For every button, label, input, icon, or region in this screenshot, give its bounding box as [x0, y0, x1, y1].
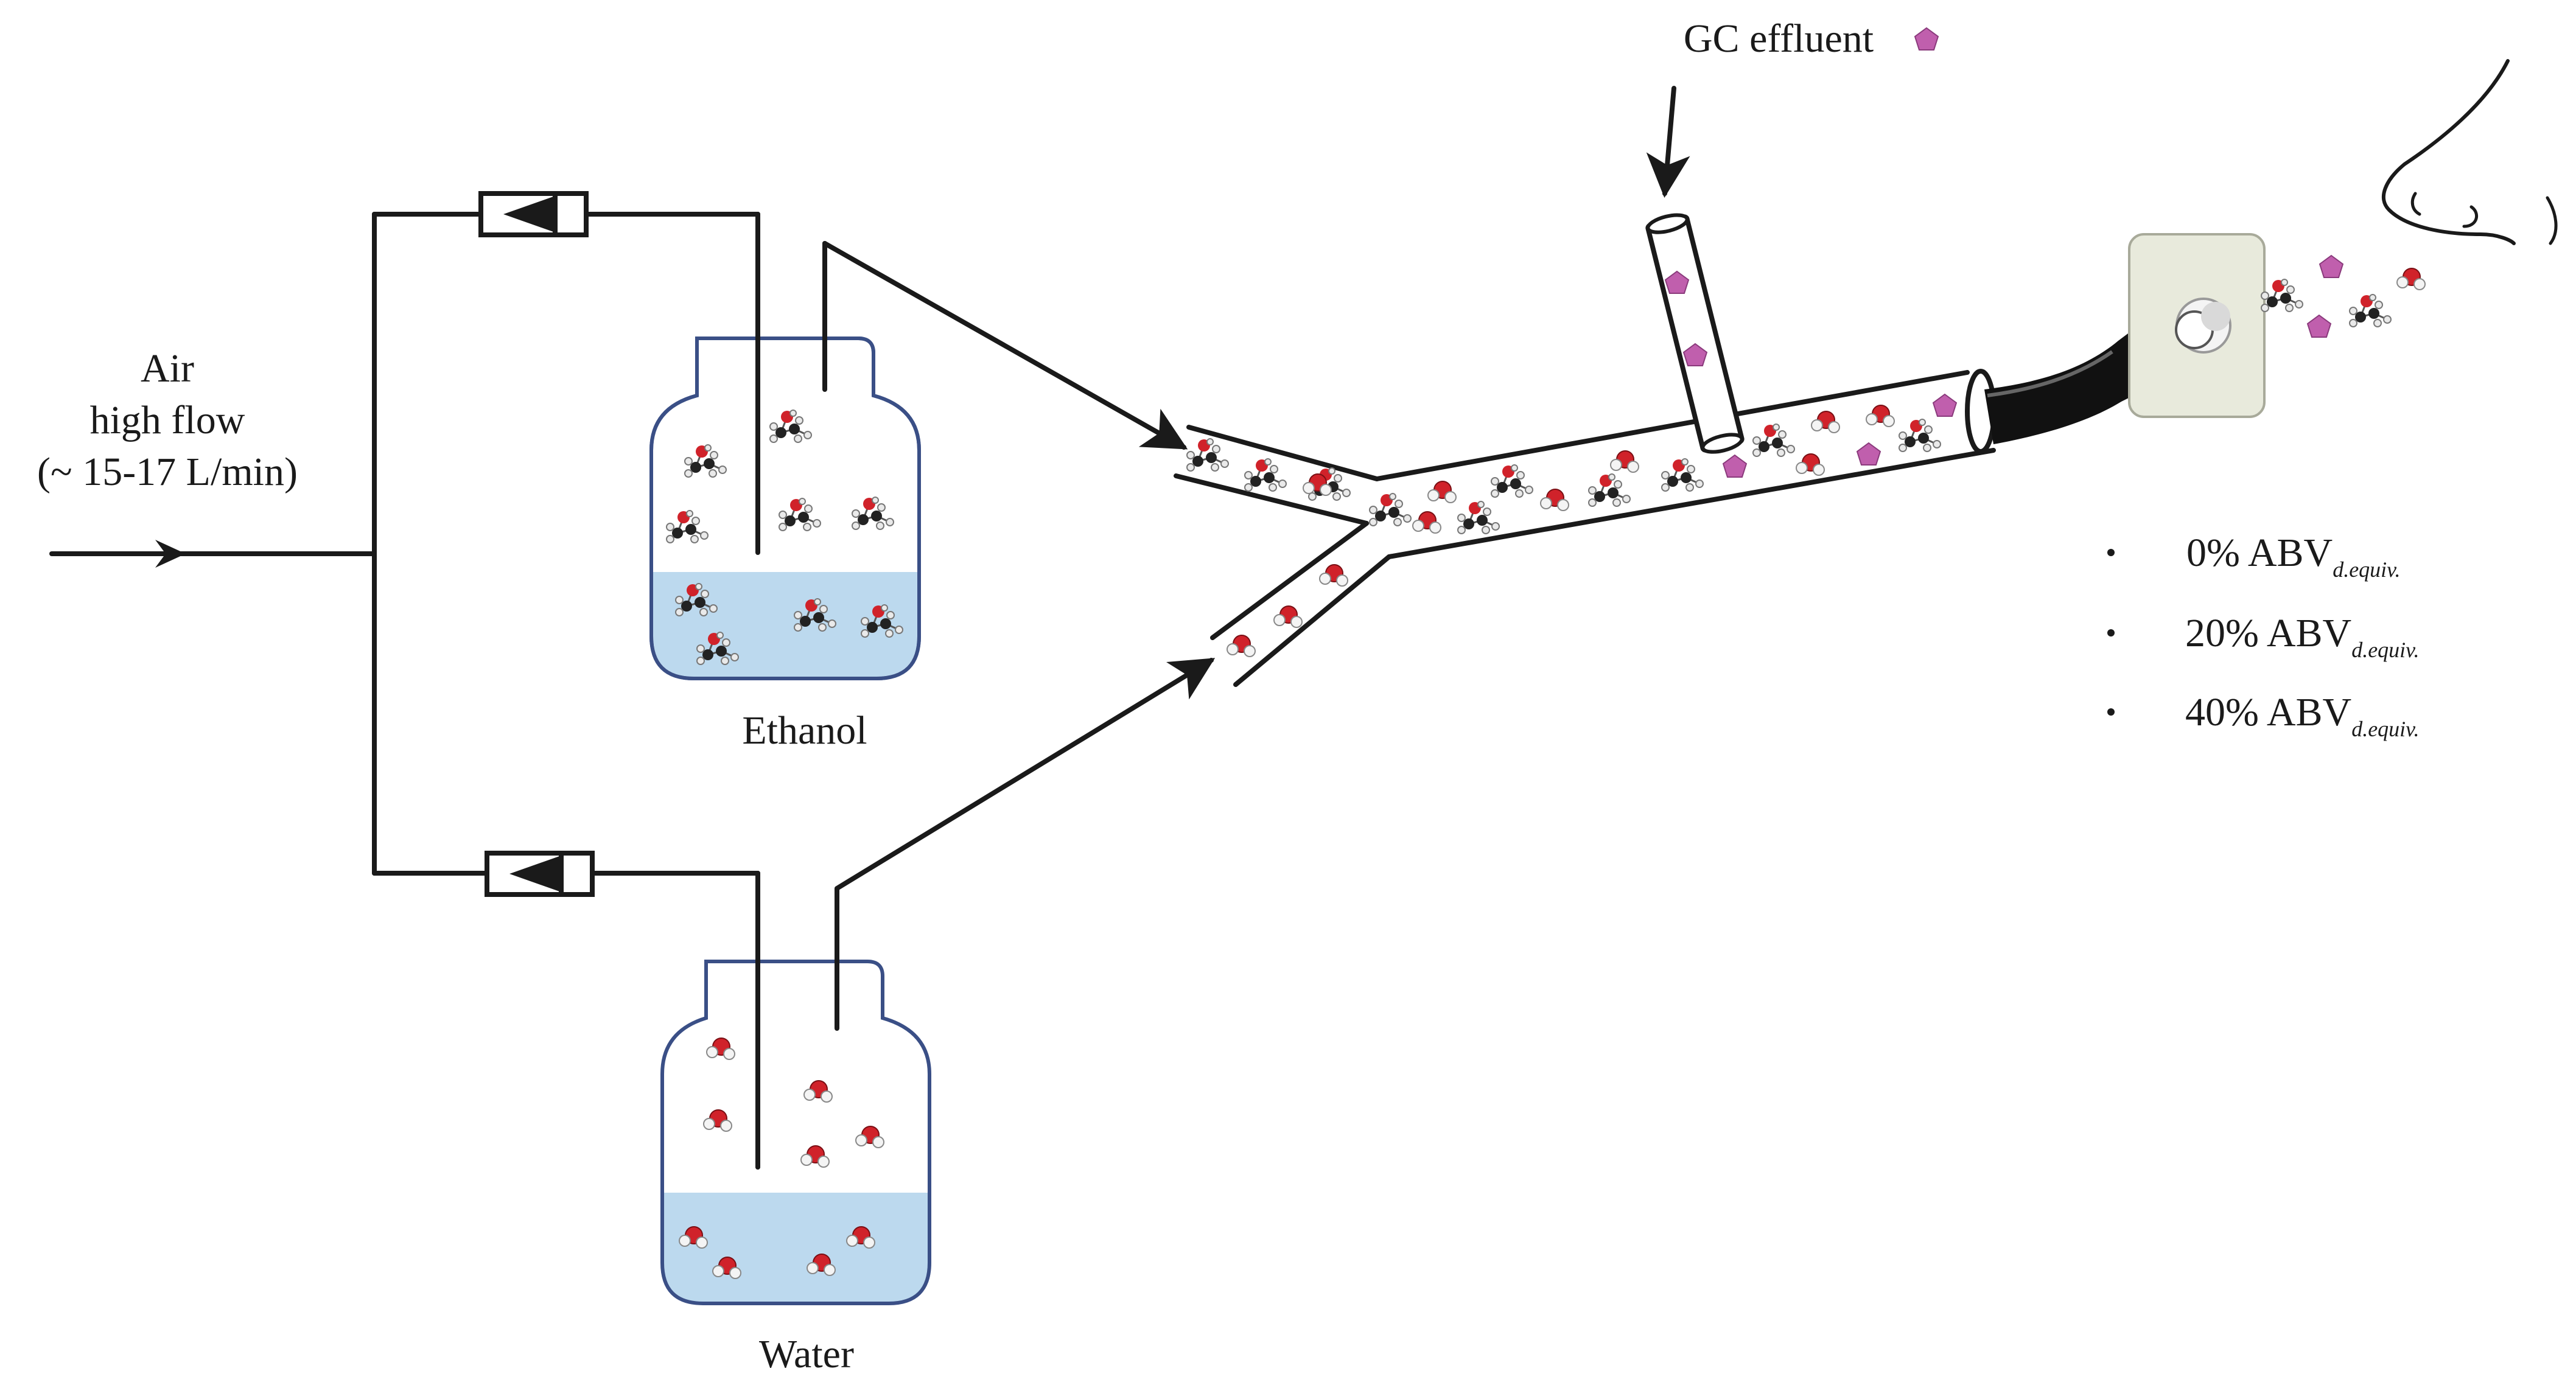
gc-effluent-label: GC effluent [1684, 16, 1874, 61]
air-feed-line [49, 212, 377, 876]
concentration-subscript: d.equiv. [2351, 638, 2419, 662]
water-label: Water [759, 1332, 854, 1376]
water-supply-line [372, 851, 760, 1170]
concentration-value: 40% ABV [2185, 690, 2351, 734]
list-item: 0% ABVd.equiv. [2107, 531, 2400, 582]
air-input-label: Air high flow (~ 15-17 L/min) [37, 346, 298, 494]
vapor-transfer-lines [822, 241, 1216, 1031]
air-label-line2: high flow [90, 398, 245, 442]
concentration-subscript: d.equiv. [2351, 717, 2419, 741]
concentration-value: 20% ABV [2185, 611, 2351, 655]
water-bottle [660, 871, 931, 1305]
gc-effluent-injector: GC effluent [1645, 16, 1939, 454]
ethanol-label: Ethanol [742, 708, 867, 753]
list-item: 40% ABVd.equiv. [2107, 690, 2419, 741]
air-label-line3: (~ 15-17 L/min) [37, 450, 298, 494]
odorant-legend-icon [1914, 27, 1939, 51]
concentration-list: 0% ABVd.equiv. 20% ABVd.equiv. 40% ABVd.… [2107, 531, 2419, 741]
svg-text:20% ABVd.equiv.: 20% ABVd.equiv. [2185, 611, 2419, 662]
svg-text:40% ABVd.equiv.: 40% ABVd.equiv. [2185, 690, 2419, 741]
check-valve-upper-icon [478, 191, 589, 237]
emitted-molecules [2260, 255, 2426, 338]
concentration-subscript: d.equiv. [2333, 557, 2400, 582]
check-valve-lower-icon [485, 851, 595, 897]
flow-direction-icon [155, 540, 186, 568]
mixing-y-tube [1174, 369, 1997, 687]
air-label-line1: Air [141, 346, 194, 391]
nose-icon [2382, 59, 2558, 245]
concentration-value: 0% ABV [2186, 531, 2333, 575]
sniff-port [1984, 233, 2266, 444]
svg-text:0% ABVd.equiv.: 0% ABVd.equiv. [2186, 531, 2400, 582]
ethanol-bottle [649, 212, 921, 680]
list-item: 20% ABVd.equiv. [2107, 611, 2419, 662]
